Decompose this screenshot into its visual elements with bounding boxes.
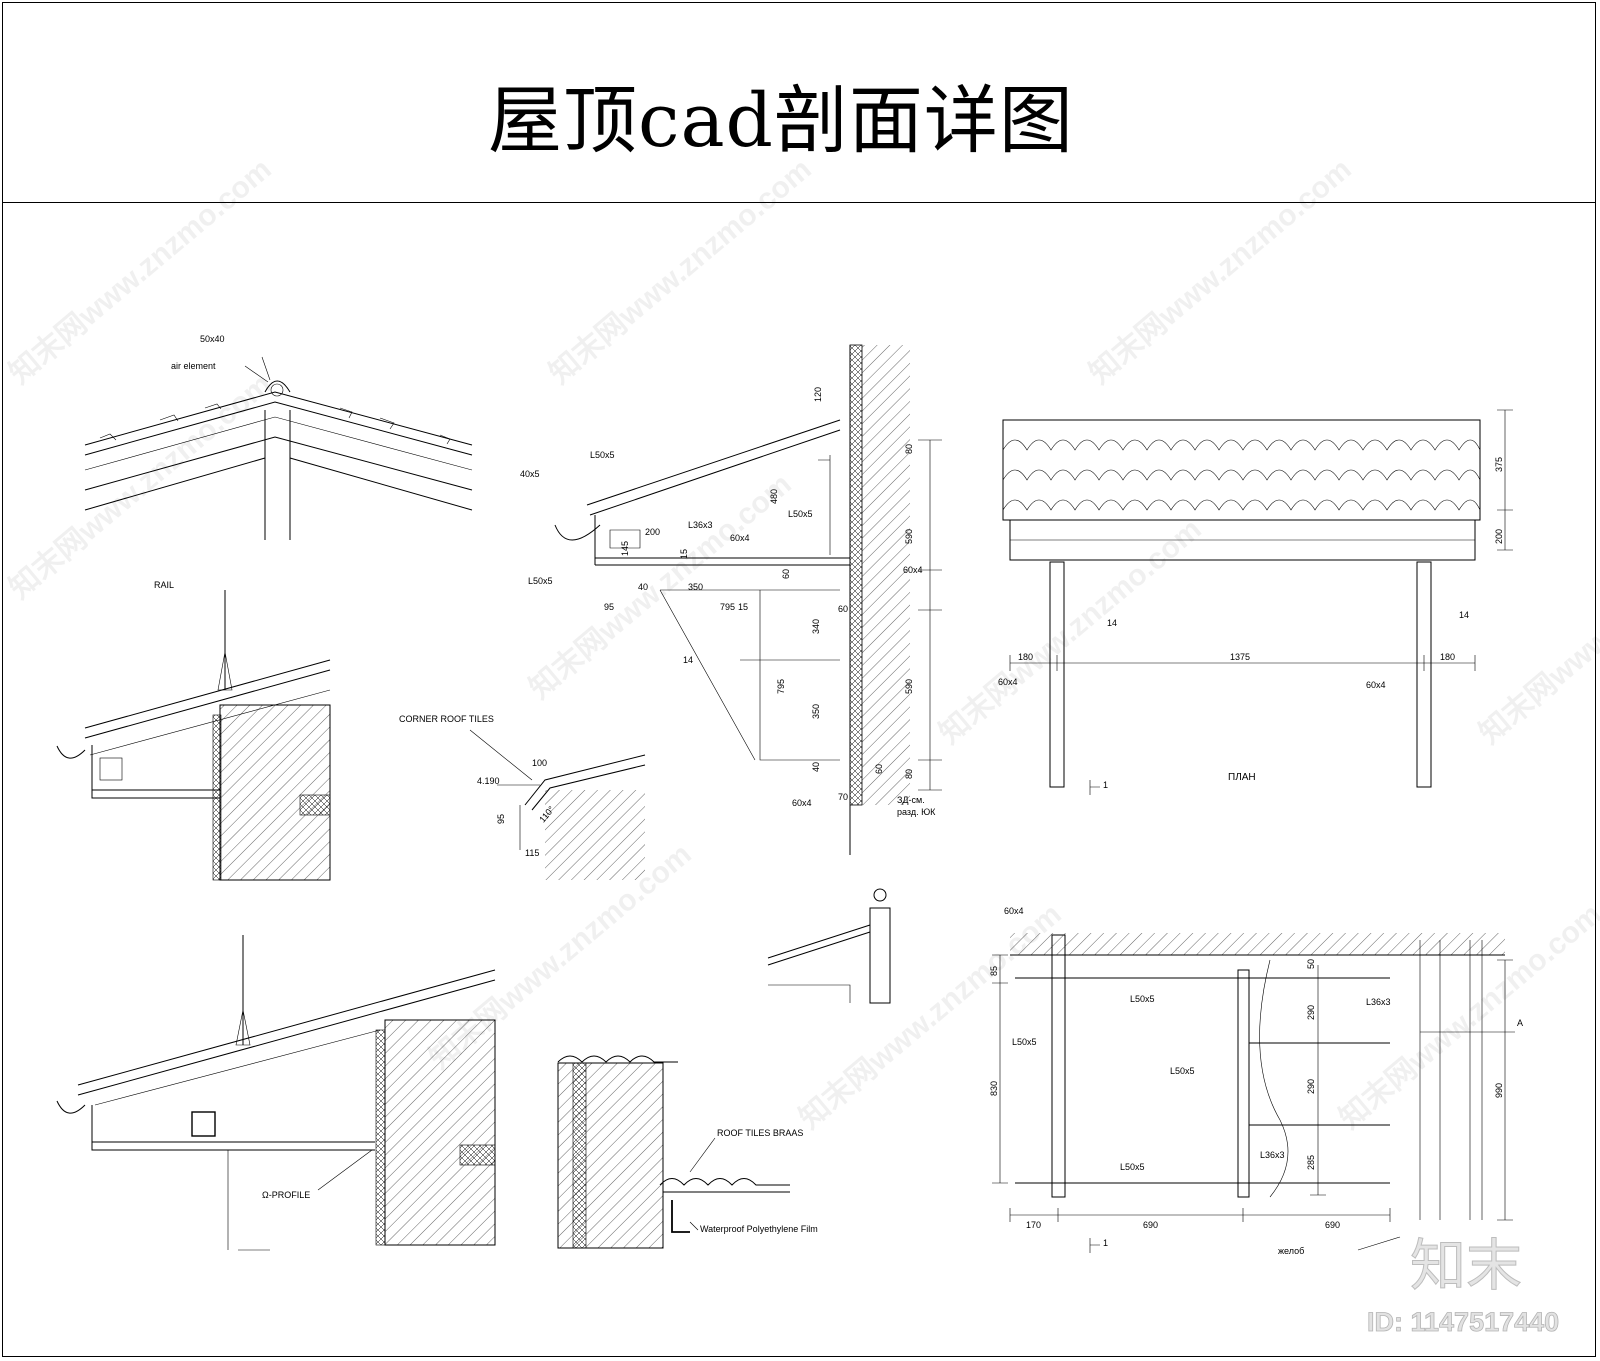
corner-dim: 95 (496, 814, 506, 824)
dim: 40 (638, 582, 648, 592)
dim: 15 (679, 549, 689, 559)
dim: 200 (645, 527, 660, 537)
dim: 795 (776, 679, 786, 694)
eave-label: L50x5 (528, 576, 553, 586)
eave-bracket-detail: 120 80 590 590 80 60 480 60 145 200 15 4… (520, 344, 942, 855)
eave-label: L36x3 (688, 520, 713, 530)
section-dim: 290 (1306, 1005, 1316, 1020)
section-plan: 60x4 L50x5 L50x5 L50x5 L50x5 L36x3 L36x3… (989, 906, 1523, 1256)
dim: 80 (904, 444, 914, 454)
wall-top-detail (767, 888, 891, 1004)
section-dim: 690 (1143, 1220, 1158, 1230)
eave-label: 60x4 (730, 533, 750, 543)
eave-label: 60x4 (903, 565, 923, 575)
section-mark: 1 (1103, 1238, 1108, 1248)
plan-dim: 375 (1494, 457, 1504, 472)
section-dim: 290 (1306, 1079, 1316, 1094)
rail-label: RAIL (154, 580, 174, 590)
braas-film-label: Waterproof Polyethylene Film (700, 1224, 818, 1234)
watermark: 知末网www.znzmo.com (3, 368, 277, 606)
corner-level: 4.190 (477, 776, 500, 786)
section-dim: 990 (1494, 1083, 1504, 1098)
plan-dim: 180 (1018, 652, 1033, 662)
corner-label: CORNER ROOF TILES (399, 714, 494, 724)
watermark: 知末网www.znzmo.com (523, 468, 797, 706)
section-label: L50x5 (1012, 1037, 1037, 1047)
section-dim: 50 (1306, 959, 1316, 969)
watermark: 知末网www.znzmo.com (543, 153, 817, 391)
plan-dim: 60x4 (1366, 680, 1386, 690)
braas-tiles-label: ROOF TILES BRAAS (717, 1128, 803, 1138)
dim: 590 (904, 529, 914, 544)
plan-dim: 1375 (1230, 652, 1250, 662)
watermark: 知末网www.znzmo.com (933, 513, 1207, 751)
page-title: 屋顶cad剖面详图 (488, 78, 1074, 164)
dim: 15 (738, 602, 748, 612)
dim: 340 (811, 619, 821, 634)
section-label: A (1517, 1018, 1523, 1028)
section-label: L50x5 (1130, 994, 1155, 1004)
section-label: L50x5 (1170, 1066, 1195, 1076)
air-element-label: air element (171, 361, 216, 371)
plan-dim: 200 (1494, 529, 1504, 544)
dim: 60 (874, 764, 884, 774)
brand-logo: 知末 ID: 1147517440 (1367, 1234, 1560, 1338)
dim: 480 (769, 489, 779, 504)
dim: 350 (811, 704, 821, 719)
corner-dim: 100 (532, 758, 547, 768)
watermark: 知末网www.znzmo.com (1473, 513, 1600, 751)
plan-dim: 60x4 (998, 677, 1018, 687)
eave-label: L50x5 (590, 450, 615, 460)
brand-logo-text: 知末 (1410, 1234, 1522, 1299)
ridge-size-label: 50x40 (200, 334, 225, 344)
section-dim: 170 (1026, 1220, 1041, 1230)
dim: 80 (904, 769, 914, 779)
rail-detail: RAIL (56, 580, 331, 881)
section-label: L50x5 (1120, 1162, 1145, 1172)
eave-label: 60x4 (792, 798, 812, 808)
section-label: L36x3 (1366, 997, 1391, 1007)
dim: 795 (720, 602, 735, 612)
section-dim: 285 (1306, 1155, 1316, 1170)
dim: 95 (604, 602, 614, 612)
corner-detail: CORNER ROOF TILES 4.190 100 95 115 110° (399, 714, 646, 880)
eave-label: 40x5 (520, 469, 540, 479)
brand-id-label: ID: 1147517440 (1367, 1307, 1559, 1337)
dim: 120 (813, 387, 823, 402)
watermark: 知末网www.znzmo.com (1083, 153, 1357, 391)
eave-label: разд. ЮК (897, 807, 936, 817)
section-dim: 690 (1325, 1220, 1340, 1230)
dim: 60 (781, 569, 791, 579)
eave-label: L50x5 (788, 509, 813, 519)
ridge-detail: 50x40 air element (84, 334, 473, 540)
braas-detail: ROOF TILES BRAAS Waterproof Polyethylene… (557, 1055, 818, 1249)
corner-dim: 115 (525, 848, 539, 858)
plan-dim: 14 (1107, 618, 1117, 628)
eave-label: ЗД-см. (897, 795, 925, 805)
plan-section-mark: 1 (1103, 780, 1108, 790)
dim: 590 (904, 679, 914, 694)
plan-dim: 14 (1459, 610, 1469, 620)
title-band (2, 2, 1596, 203)
dim: 60 (838, 604, 848, 614)
dim: 40 (811, 762, 821, 772)
dim: 70 (838, 792, 848, 802)
plan-label: ПЛАН (1228, 772, 1256, 783)
dim: 145 (620, 541, 630, 556)
profile-label: Ω-PROFILE (262, 1190, 310, 1200)
tile-rows (1002, 439, 1481, 511)
section-dim: 85 (989, 966, 999, 976)
watermark: 知末网www.znzmo.com (3, 153, 277, 391)
section-label: желоб (1278, 1246, 1304, 1256)
section-label: 60x4 (1004, 906, 1024, 916)
lower-left-section: Ω-PROFILE (56, 935, 496, 1251)
dim: 350 (688, 582, 703, 592)
plan-elevation: 375 200 180 1375 180 14 14 60x4 60x4 1 П… (998, 409, 1513, 795)
section-dim: 830 (989, 1081, 999, 1096)
section-label: L36x3 (1260, 1150, 1285, 1160)
eave-label: 14 (683, 655, 693, 665)
plan-dim: 180 (1440, 652, 1455, 662)
